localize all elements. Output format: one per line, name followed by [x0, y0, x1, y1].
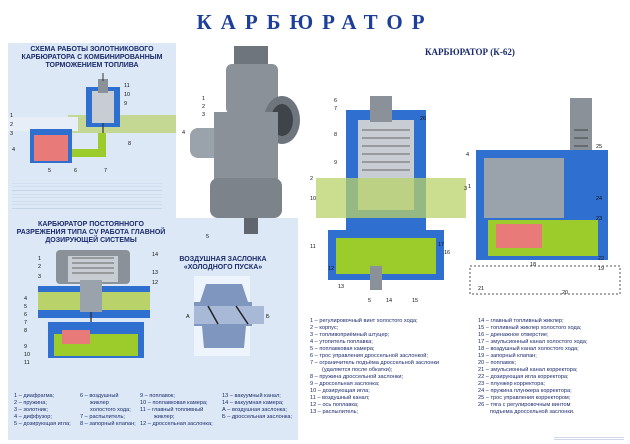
- publisher-fine-print: [554, 435, 624, 441]
- cv-label-4: 4: [24, 296, 27, 302]
- choke-label-b: Б: [266, 314, 270, 320]
- spool-label-3: 3: [10, 131, 13, 137]
- spool-label-2: 2: [10, 122, 13, 128]
- cv-label-2: 2: [38, 264, 41, 270]
- spool-label-9: 9: [124, 101, 127, 107]
- k62-label-6: 6: [334, 98, 337, 104]
- k62-label-26: 26: [420, 116, 426, 122]
- spool-scheme-diagram: 11 10 9 1 2 3 4 5 6 7 8: [8, 73, 176, 174]
- cv-label-3: 3: [38, 274, 41, 280]
- k62-label-20: 20: [562, 290, 568, 296]
- cv-label-5: 5: [24, 304, 27, 310]
- spool-label-10: 10: [124, 92, 130, 98]
- cv-carburetor-diagram: 1 2 3 4 5 6 7 8 9 10 11 12 13 14: [24, 250, 158, 366]
- k62-label-19: 19: [598, 266, 604, 272]
- k62-label-12: 12: [328, 266, 334, 272]
- cv-legend-col-1: 1 – диафрагма; 2 – пружина; 3 – золотник…: [14, 393, 71, 427]
- spool-label-1: 1: [10, 113, 13, 119]
- k62-label-3: 3: [464, 186, 467, 192]
- spool-label-6: 6: [74, 168, 77, 174]
- spool-label-5: 5: [48, 168, 51, 174]
- spool-label-4: 4: [12, 147, 15, 153]
- cv-label-9: 9: [24, 344, 27, 350]
- k62-label-2: 2: [310, 176, 313, 182]
- k62-label-25: 25: [596, 144, 602, 150]
- k62-label-7: 7: [334, 106, 337, 112]
- cv-legend-col-2: 6 – воздушный жиклер холостого хода; 7 –…: [80, 393, 136, 427]
- poster-title: КАРБЮРАТОР: [196, 10, 434, 34]
- k62-label-5: 5: [368, 298, 371, 304]
- cv-label-1: 1: [38, 256, 41, 262]
- cv-label-7: 7: [24, 320, 27, 326]
- k62-label-11: 11: [310, 244, 316, 250]
- cv-label-6: 6: [24, 312, 27, 318]
- k62-label-13: 13: [338, 284, 344, 290]
- cv-legend-col-3: 9 – поплавок; 10 – поплавковая камера; 1…: [140, 393, 213, 427]
- cv-label-8: 8: [24, 328, 27, 334]
- external-label-3: 3: [202, 112, 205, 118]
- cv-label-12: 12: [152, 280, 158, 286]
- k62-label-24: 24: [596, 196, 602, 202]
- cv-carburetor-title: КАРБЮРАТОР ПОСТОЯННОГО РАЗРЕЖЕНИЯ ТИПА C…: [16, 221, 166, 244]
- external-label-5: 5: [206, 234, 209, 240]
- k62-legend-left: 1 – регулировочный винт холостого хода; …: [310, 318, 440, 415]
- k62-legend-right: 14 – главный топливный жиклер; 15 – топл…: [478, 318, 588, 415]
- k62-label-9: 9: [334, 160, 337, 166]
- external-label-1: 1: [202, 96, 205, 102]
- spool-label-11: 11: [124, 83, 130, 89]
- k62-label-23: 23: [596, 216, 602, 222]
- choke-title: ВОЗДУШНАЯ ЗАСЛОНКА «ХОЛОДНОГО ПУСКА»: [179, 256, 267, 271]
- k62-label-18: 18: [530, 262, 536, 268]
- cv-label-11: 11: [24, 360, 30, 366]
- k62-label-16: 16: [444, 250, 450, 256]
- spool-legend-fine-print: [12, 180, 162, 210]
- spool-scheme-title: СХЕМА РАБОТЫ ЗОЛОТНИКОВОГО КАРБЮРАТОРА С…: [21, 46, 163, 69]
- k62-right-section-diagram: 3 4 25 24 23 22 19 18 20 21: [464, 98, 621, 296]
- cv-label-10: 10: [24, 352, 30, 358]
- spool-label-8: 8: [128, 141, 131, 147]
- choke-label-a: А: [186, 314, 190, 320]
- k62-left-section-diagram: 6 7 8 9 2 10 11 12 13 5 14 15 26 17 16 1: [310, 96, 471, 304]
- choke-diagram: А Б: [186, 276, 270, 356]
- external-label-4: 4: [182, 130, 185, 136]
- k62-title: КАРБЮРАТОР (К-62): [425, 47, 515, 57]
- cv-label-14: 14: [152, 252, 158, 258]
- k62-label-4: 4: [466, 152, 469, 158]
- k62-label-21: 21: [478, 286, 484, 292]
- external-label-2: 2: [202, 104, 205, 110]
- k62-label-10: 10: [310, 196, 316, 202]
- k62-label-17: 17: [438, 242, 444, 248]
- spool-label-7: 7: [104, 168, 107, 174]
- carburetor-external-view: 1 2 3 4 5: [182, 46, 300, 240]
- k62-label-8: 8: [334, 132, 337, 138]
- k62-label-15: 15: [412, 298, 418, 304]
- cv-legend-col-4: 13 – вакуумный канал; 14 – вакуумная кам…: [222, 393, 293, 420]
- k62-label-1: 1: [468, 184, 471, 190]
- k62-label-22: 22: [598, 256, 604, 262]
- cv-label-13: 13: [152, 270, 158, 276]
- k62-label-14: 14: [386, 298, 392, 304]
